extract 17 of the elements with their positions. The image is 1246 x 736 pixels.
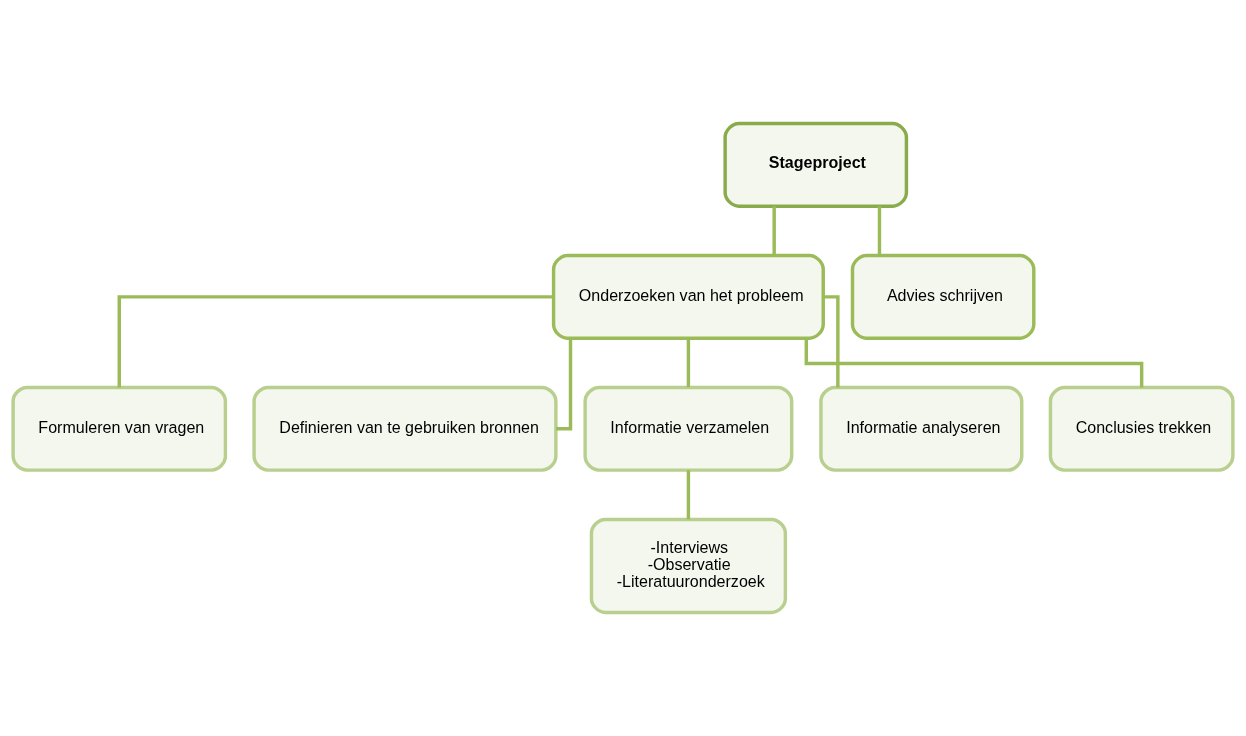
connector [877,206,882,256]
connector [117,295,554,388]
node-box: Informatie verzamelen [583,385,794,472]
node-box: Stageproject [723,121,909,208]
connector [804,338,1144,388]
node-box: Informatie analyseren [819,385,1024,472]
connector [556,338,573,431]
connector [823,295,840,388]
node-box: Definieren van te gebruiken bronnen [252,385,558,472]
connector [686,338,691,388]
node-box: Formuleren van vragen [11,385,228,472]
node-box: -Interviews -Observatie -Literatuuronderzoek [589,517,788,615]
connector [686,470,691,520]
connector [772,206,776,256]
node-box: Advies schrijven [850,253,1036,340]
node-box: Onderzoeken van het probleem [551,253,825,340]
node-box: Conclusies trekken [1048,385,1235,472]
